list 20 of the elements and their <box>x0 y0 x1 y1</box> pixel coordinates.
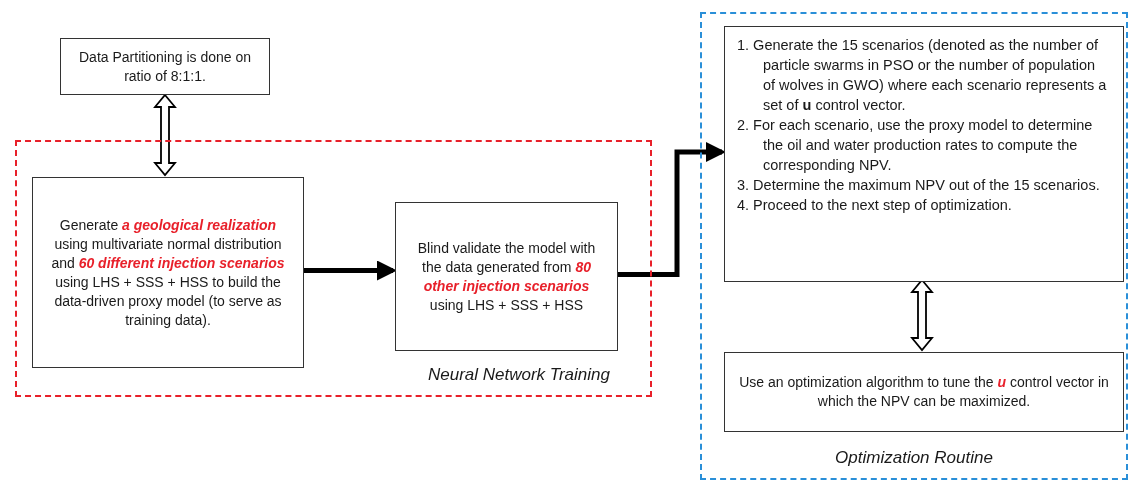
double-headed-arrow <box>153 93 177 177</box>
thick-arrow <box>616 142 726 277</box>
dashed-group-frame <box>700 12 1128 480</box>
dashed-group-frame <box>15 140 652 397</box>
thick-arrow <box>302 260 397 281</box>
box-text: Blind validate the model with the data generated from 80 other injection scenarios using LHS + SSS + HSS <box>416 238 597 315</box>
list-item: 1. Generate the 15 scenarios (denoted as the number of particle swarms in PSO or the number of population of wolves in GWO) where each scenario represents a set of u control vector. <box>737 36 1108 115</box>
process-box <box>724 352 1124 432</box>
process-box <box>60 38 270 95</box>
group-title: Neural Network Training <box>427 363 610 386</box>
box-text: Generate a geological realization using multivariate normal distribution and 60 different injection scenarios using LHS + SSS + HSS to build the data-driven proxy model (to serve as training data). <box>50 215 286 330</box>
list-item: 2. For each scenario, use the proxy model to determine the oil and water production rates to compute the corresponding NPV. <box>737 116 1094 175</box>
list-item: 3. Determine the maximum NPV out of the 15 scenarios. <box>737 176 1101 195</box>
group-title: Optimization Routine <box>834 446 994 469</box>
process-box <box>32 177 304 368</box>
process-box <box>395 202 618 351</box>
box-text: Data Partitioning is done on ratio of 8:1:1. <box>78 47 252 86</box>
box-text: Use an optimization algorithm to tune the u control vector in which the NPV can be maximized. <box>738 373 1110 411</box>
list-item: 4. Proceed to the next step of optimization. <box>737 196 1013 215</box>
process-box <box>724 26 1124 282</box>
